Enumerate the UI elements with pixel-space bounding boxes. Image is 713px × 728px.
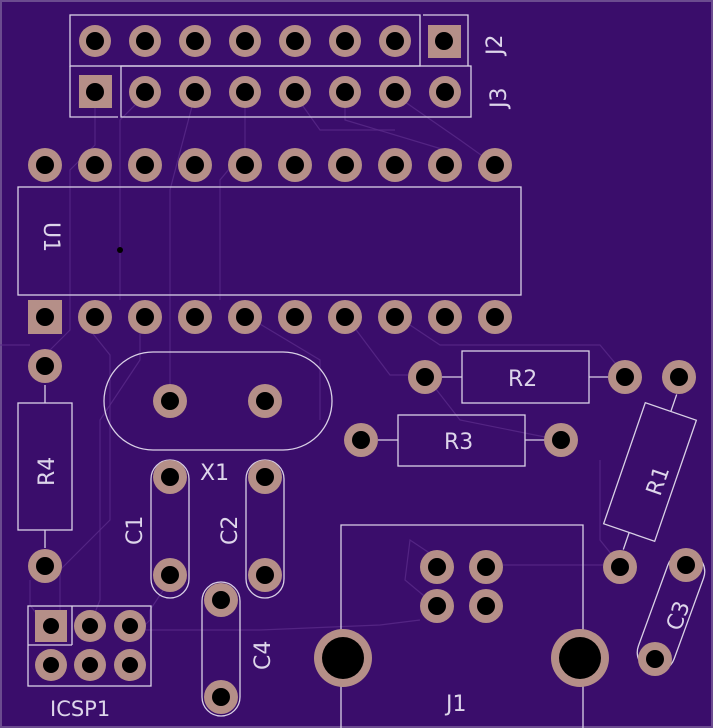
j3-label: J3 [487, 88, 512, 111]
u1-outline [17, 186, 522, 296]
icsp1-label: ICSP1 [50, 697, 110, 721]
r2-label: R2 [508, 367, 537, 392]
c4-label: C4 [251, 641, 276, 670]
c4-outline [201, 581, 241, 717]
j2-label: J2 [483, 35, 508, 58]
u1-pin1-dot [117, 247, 123, 253]
j1-label: J1 [444, 692, 467, 717]
j2-header: J2 [69, 14, 508, 67]
u1-label: U1 [38, 222, 63, 252]
j1-outline [340, 524, 584, 728]
x1-crystal: X1 [103, 351, 333, 486]
u1-top-pads [28, 148, 512, 182]
j2-pin1-marker [423, 14, 469, 66]
r3-resistor: R3 [344, 414, 578, 467]
r2-body [461, 350, 590, 404]
j3-outline [120, 65, 472, 118]
x1-label: X1 [200, 461, 229, 486]
r4-body [17, 402, 73, 531]
j3-pin1-marker [69, 66, 118, 118]
c1-label: C1 [123, 516, 148, 545]
c2-label: C2 [218, 516, 243, 545]
u1-ic: U1 [17, 148, 522, 334]
r2-resistor: R2 [408, 350, 642, 404]
r4-resistor: R4 [17, 349, 73, 583]
r3-body [397, 414, 526, 467]
r1-body [602, 401, 698, 543]
c4-capacitor: C4 [201, 581, 276, 717]
c2-capacitor: C2 [218, 459, 285, 599]
icsp1-header: ICSP1 [27, 605, 152, 721]
j1-connector: J1 [314, 524, 609, 728]
c1-capacitor: C1 [123, 459, 190, 599]
c3-capacitor: C3 [636, 548, 706, 676]
u1-bottom-pads [28, 300, 512, 334]
r3-label: R3 [444, 430, 473, 455]
icsp1-outline [27, 605, 152, 687]
x1-outline [103, 351, 333, 451]
j3-header: J3 [69, 65, 512, 118]
r4-label: R4 [35, 457, 60, 486]
r1-resistor: R1 [602, 360, 698, 584]
j3-pads [79, 75, 461, 108]
j2-pads [79, 25, 461, 58]
